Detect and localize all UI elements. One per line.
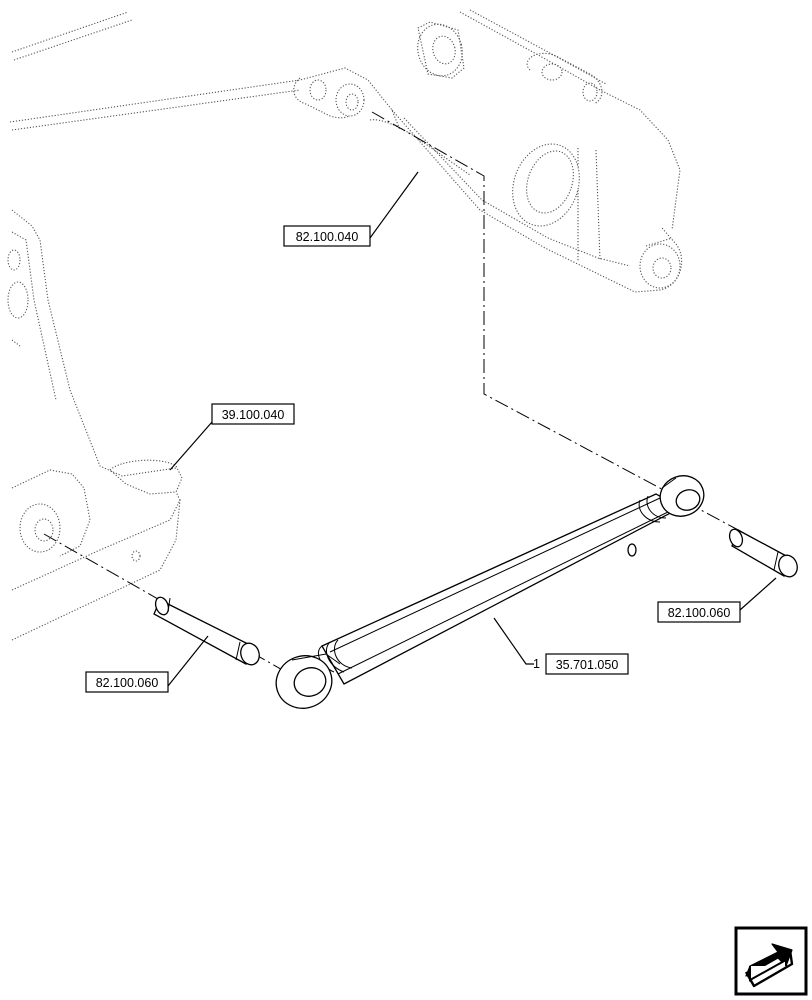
- callout-boom-text: 82.100.040: [296, 230, 359, 244]
- pin-right: [728, 528, 798, 578]
- callout-pin-right-text: 82.100.060: [668, 606, 731, 620]
- callout-pin-right[interactable]: 82.100.060: [657, 601, 741, 623]
- callout-chassis[interactable]: 39.100.040: [211, 403, 295, 425]
- callout-boom[interactable]: 82.100.040: [283, 225, 371, 247]
- assembly-center-lines: [43, 111, 743, 681]
- hydraulic-cylinder: [275, 475, 705, 709]
- pin-left: [153, 596, 260, 666]
- boom-arm-ghost: [9, 9, 683, 293]
- callout-pin-left-text: 82.100.060: [96, 676, 159, 690]
- cylinder-item-number: 1: [533, 657, 540, 671]
- callout-cylinder[interactable]: 1 35.701.050: [533, 653, 629, 675]
- next-page-arrow-icon[interactable]: [734, 926, 808, 996]
- chassis-frame-ghost: [7, 209, 183, 641]
- callout-pin-left[interactable]: 82.100.060: [85, 671, 169, 693]
- callout-cylinder-text: 35.701.050: [556, 658, 619, 672]
- callout-chassis-text: 39.100.040: [222, 408, 285, 422]
- leader-lines: [167, 171, 777, 687]
